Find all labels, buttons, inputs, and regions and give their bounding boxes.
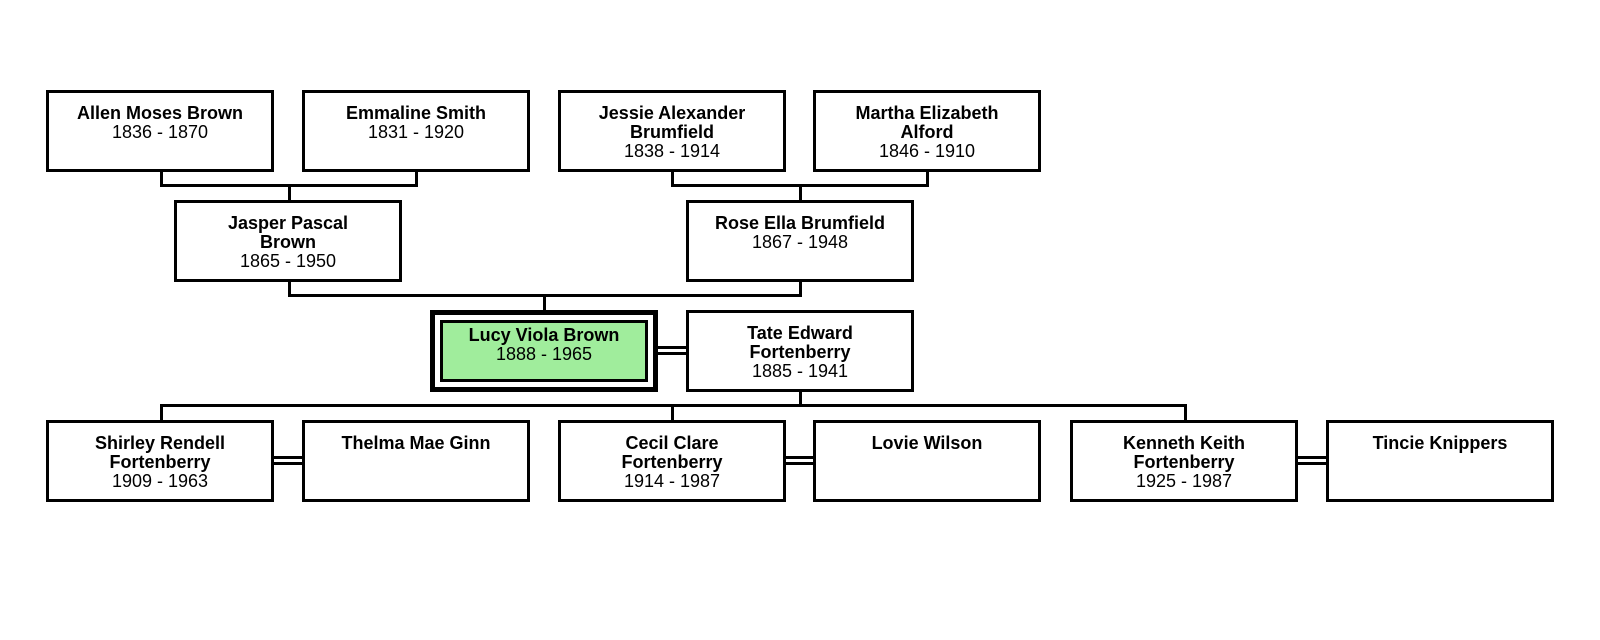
- person-name: Allen Moses Brown: [76, 103, 244, 123]
- person-dates: 1914 - 1987: [623, 471, 721, 491]
- person-name: Tate Edward Fortenberry: [747, 323, 853, 362]
- connector-line: [926, 170, 929, 186]
- person-name: Martha Elizabeth Alford: [855, 103, 999, 142]
- person-card-jasper-pascal-brown[interactable]: Jasper Pascal Brown 1865 - 1950: [174, 200, 402, 282]
- person-card-lovie-wilson[interactable]: Lovie Wilson: [813, 420, 1041, 502]
- person-name: Cecil Clare Fortenberry: [621, 433, 723, 472]
- person-card-tincie-knippers[interactable]: Tincie Knippers: [1326, 420, 1554, 502]
- connector-line: [288, 184, 291, 200]
- connector-line: [288, 280, 291, 296]
- person-name: Jessie Alexander Brumfield: [598, 103, 746, 142]
- connector-line: [543, 294, 546, 310]
- person-name: Shirley Rendell Fortenberry: [94, 433, 226, 472]
- connector-line: [415, 170, 418, 186]
- marriage-connector: [658, 346, 688, 355]
- connector-line: [160, 404, 163, 421]
- connector-line: [799, 280, 802, 296]
- connector-line: [671, 404, 674, 421]
- person-dates: 1831 - 1920: [367, 122, 465, 142]
- person-card-tate-edward-fortenberry[interactable]: Tate Edward Fortenberry 1885 - 1941: [686, 310, 914, 392]
- connector-line: [160, 170, 163, 186]
- person-dates: 1836 - 1870: [111, 122, 209, 142]
- person-name: Lucy Viola Brown: [468, 325, 620, 345]
- person-card-rose-ella-brumfield[interactable]: Rose Ella Brumfield 1867 - 1948: [686, 200, 914, 282]
- person-card-shirley-rendell-fortenberry[interactable]: Shirley Rendell Fortenberry 1909 - 1963: [46, 420, 274, 502]
- person-dates: 1867 - 1948: [751, 232, 849, 252]
- marriage-connector: [273, 456, 305, 465]
- person-card-lucy-viola-brown[interactable]: Lucy Viola Brown 1888 - 1965: [430, 310, 658, 392]
- person-name: Lovie Wilson: [871, 433, 983, 453]
- person-name: Rose Ella Brumfield: [714, 213, 886, 233]
- connector-line: [799, 390, 802, 406]
- marriage-connector: [1297, 456, 1329, 465]
- person-name: Kenneth Keith Fortenberry: [1122, 433, 1245, 472]
- marriage-connector: [785, 456, 817, 465]
- person-card-martha-elizabeth-alford[interactable]: Martha Elizabeth Alford 1846 - 1910: [813, 90, 1041, 172]
- person-name: Thelma Mae Ginn: [341, 433, 491, 453]
- person-card-jessie-alexander-brumfield[interactable]: Jessie Alexander Brumfield 1838 - 1914: [558, 90, 786, 172]
- person-name: Emmaline Smith: [345, 103, 487, 123]
- connector-line: [1184, 404, 1187, 421]
- person-dates: 1909 - 1963: [111, 471, 209, 491]
- person-dates: 1925 - 1987: [1135, 471, 1233, 491]
- person-dates: 1865 - 1950: [239, 251, 337, 271]
- person-card-kenneth-keith-fortenberry[interactable]: Kenneth Keith Fortenberry 1925 - 1987: [1070, 420, 1298, 502]
- person-card-cecil-clare-fortenberry[interactable]: Cecil Clare Fortenberry 1914 - 1987: [558, 420, 786, 502]
- connector-line: [671, 170, 674, 186]
- person-name: Jasper Pascal Brown: [227, 213, 349, 252]
- person-card-thelma-mae-ginn[interactable]: Thelma Mae Ginn: [302, 420, 530, 502]
- person-dates: 1885 - 1941: [751, 361, 849, 381]
- person-card-emmaline-smith[interactable]: Emmaline Smith 1831 - 1920: [302, 90, 530, 172]
- person-dates: 1838 - 1914: [623, 141, 721, 161]
- person-dates: 1888 - 1965: [495, 344, 593, 364]
- connector-line: [799, 184, 802, 200]
- person-name: Tincie Knippers: [1372, 433, 1508, 453]
- focus-highlight: Lucy Viola Brown 1888 - 1965: [440, 320, 648, 382]
- person-dates: 1846 - 1910: [878, 141, 976, 161]
- person-card-allen-moses-brown[interactable]: Allen Moses Brown 1836 - 1870: [46, 90, 274, 172]
